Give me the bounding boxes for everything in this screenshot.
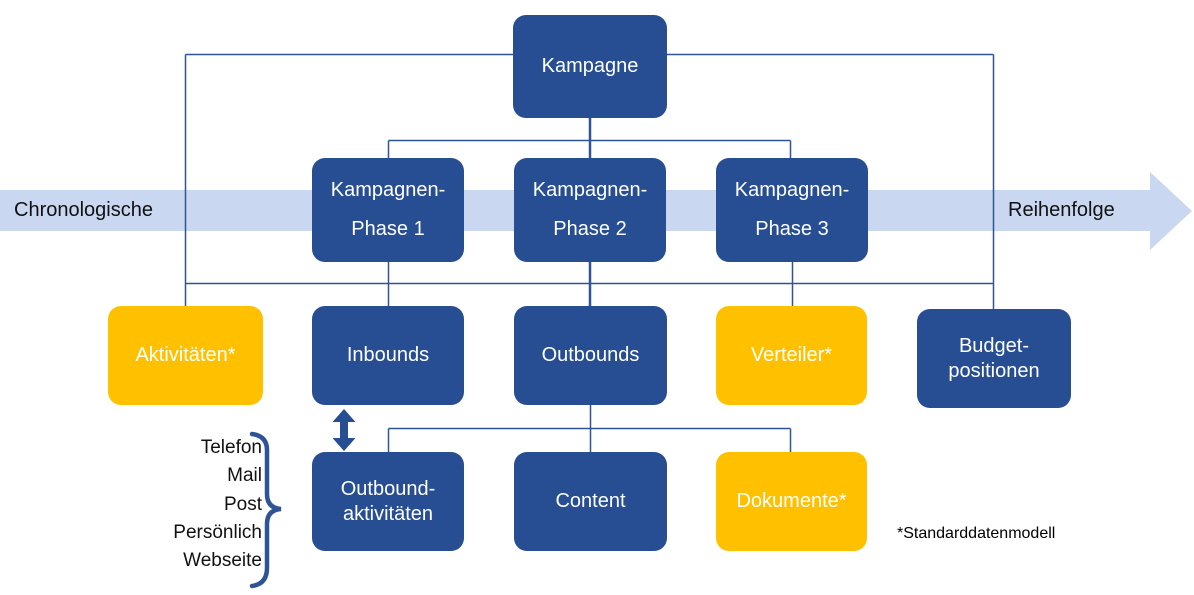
timeline-label-right: Reihenfolge — [1008, 199, 1115, 221]
node-label: Verteiler* — [750, 344, 833, 366]
double-arrow-icon — [332, 409, 356, 451]
channel-item-mail: Mail — [227, 465, 262, 487]
node-budgetpositionen: Budget- positionen — [917, 309, 1071, 408]
node-label: Kampagne — [541, 55, 639, 77]
node-label-line1: Kampagnen- — [330, 179, 446, 201]
node-label-line1: Budget- — [958, 334, 1030, 357]
timeline-label-left: Chronologische — [14, 199, 153, 221]
footnote: *Standarddatenmodell — [897, 525, 1056, 542]
node-label-line1: Outbound- — [340, 477, 436, 500]
node-label-line2: Phase 1 — [351, 218, 425, 240]
channel-item-telefon: Telefon — [200, 437, 262, 458]
curly-brace-icon — [249, 431, 282, 589]
node-label-line2: Phase 2 — [553, 218, 627, 240]
node-content: Content — [514, 452, 667, 551]
node-label-line1: Kampagnen- — [532, 179, 648, 201]
node-label: Dokumente* — [736, 490, 847, 512]
node-label-line1: Kampagnen- — [734, 179, 850, 201]
node-inbounds: Inbounds — [312, 306, 464, 405]
channel-list: Telefon Mail Post Persönlich Webseite — [128, 434, 262, 575]
node-label-line2: aktivitäten — [342, 502, 434, 525]
node-label: Aktivitäten* — [135, 344, 236, 366]
node-label-line2: Phase 3 — [755, 218, 829, 240]
node-label: Inbounds — [346, 344, 430, 366]
node-kampagnen-phase-1: Kampagnen- Phase 1 — [312, 158, 464, 262]
channel-item-persoenlich: Persönlich — [173, 521, 262, 543]
node-label: Content — [555, 490, 626, 512]
node-kampagnen-phase-2: Kampagnen- Phase 2 — [514, 158, 666, 262]
node-label-line2: positionen — [948, 359, 1040, 382]
node-kampagne: Kampagne — [513, 15, 667, 118]
node-outbound-aktivitaeten: Outbound- aktivitäten — [312, 452, 464, 551]
node-aktivitaeten: Aktivitäten* — [108, 306, 263, 405]
node-label: Outbounds — [541, 344, 640, 366]
channel-item-webseite: Webseite — [183, 550, 262, 572]
node-dokumente: Dokumente* — [716, 452, 867, 551]
channel-item-post: Post — [223, 493, 262, 515]
node-kampagnen-phase-3: Kampagnen- Phase 3 — [716, 158, 868, 262]
node-verteiler: Verteiler* — [716, 306, 867, 405]
node-outbounds: Outbounds — [514, 306, 667, 405]
